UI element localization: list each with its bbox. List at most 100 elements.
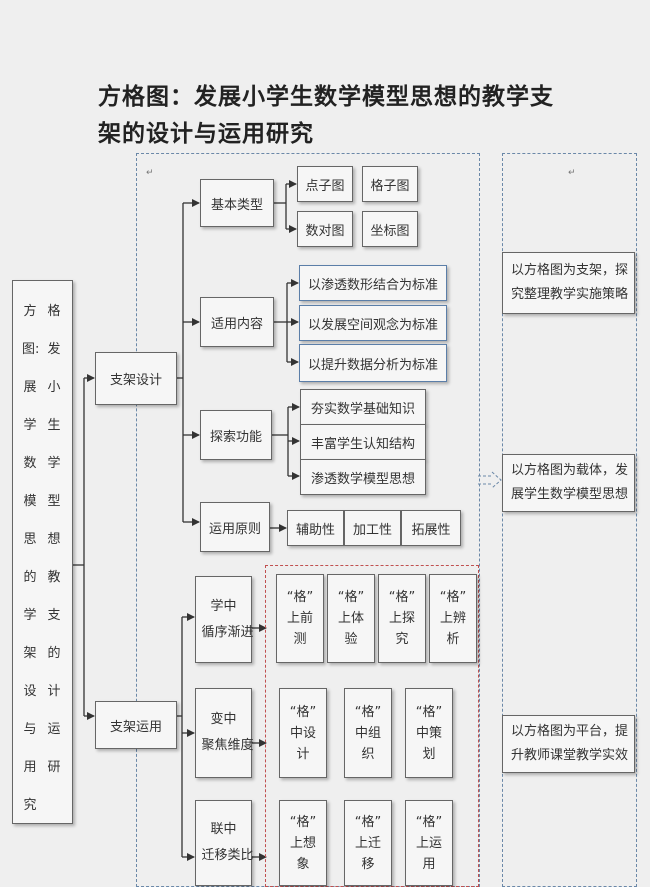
root-column-right: 格发小生学型想教支的计运研 [46,293,62,787]
basic-item-label: 格子图 [370,178,410,194]
root-char: 研 [47,760,61,775]
node-principle-label: 运用原则 [208,521,261,537]
root-char: 究 [23,798,37,813]
basic-item-label: 数对图 [305,223,345,239]
root-char: 方 [23,304,37,319]
explore-item-label: 丰富学生认知结构 [310,436,415,452]
use-item-label: “格” 中设 计 [289,704,317,762]
root-char: 与 [23,722,37,737]
root-char: 计 [47,684,61,699]
page-title: 方格图：发展小学生数学模型思想的教学支架的设计与运用研究 [98,83,554,147]
node-content: 适用内容 [200,297,274,347]
root-char: 型 [47,494,61,509]
return-mark: ↵ [568,168,576,178]
result-box-3: 以方格图为平台，提升教师课堂教学实效 [502,715,635,773]
use-item: “格” 中设 计 [279,688,327,778]
root-char: 格 [47,304,61,319]
result-box-2: 以方格图为载体，发展学生数学模型思想 [502,454,635,512]
use-item-label: “格” 上辨 析 [439,590,467,647]
root-char: 展 [23,380,37,395]
principle-item-label: 辅助性 [295,522,335,538]
root-char: 数 [23,456,37,471]
root-char: 学 [47,456,61,471]
result-box-1: 以方格图为支架，探究整理教学实施策略 [502,252,635,314]
explore-item: 夯实数学基础知识 [300,389,426,425]
content-item: 以提升数据分析为标准 [299,344,447,382]
basic-item-label: 坐标图 [370,223,410,239]
node-gradual-label: 学中 循序渐进 [201,598,254,640]
node-content-label: 适用内容 [210,316,263,332]
principle-item-label: 加工性 [352,522,392,538]
explore-item: 丰富学生认知结构 [300,424,426,460]
branch-use: 支架运用 [95,701,177,749]
result-text-1: 以方格图为支架，探究整理教学实施策略 [511,263,629,302]
root-topic-box: 方图:展学数模思的学架设与用究 格发小生学型想教支的计运研 [12,280,73,824]
branch-design-label: 支架设计 [109,373,162,388]
use-item-label: “格” 上迁 移 [354,814,382,872]
root-char: 教 [47,570,61,585]
use-item: “格” 上前 测 [276,574,324,663]
root-char: 学 [23,608,37,623]
use-item-label: “格” 上体 验 [337,590,365,647]
root-char: 生 [47,418,61,433]
use-item-label: “格” 上前 测 [286,590,314,647]
use-item: “格” 中组 织 [344,688,392,778]
explore-item-label: 渗透数学模型思想 [310,471,415,487]
root-char: 学 [23,418,37,433]
use-item-label: “格” 中策 划 [415,704,443,762]
principle-item: 加工性 [344,510,401,546]
node-explore: 探索功能 [200,410,272,460]
principle-item: 拓展性 [401,510,461,546]
basic-item: 格子图 [362,166,418,202]
root-char: 的 [47,646,61,661]
node-explore-label: 探索功能 [209,429,262,445]
content-item: 以发展空间观念为标准 [299,305,447,341]
node-transfer: 联中 迁移类比 [195,800,254,886]
node-focus-label: 变中 聚焦维度 [201,712,254,753]
root-char: 的 [23,570,37,585]
root-char: 支 [47,608,61,623]
node-basic-type: 基本类型 [200,179,274,227]
content-item-label: 以发展空间观念为标准 [307,317,438,333]
use-item: “格” 中策 划 [405,688,453,778]
node-basic-type-label: 基本类型 [210,197,263,213]
basic-item: 坐标图 [362,211,418,247]
root-char: 设 [23,684,37,699]
use-item: “格” 上探 究 [378,574,426,663]
result-text-2: 以方格图为载体，发展学生数学模型思想 [511,463,629,502]
branch-use-label: 支架运用 [109,719,162,735]
root-char: 发 [47,342,61,357]
node-focus: 变中 聚焦维度 [195,688,254,778]
branch-design: 支架设计 [95,352,177,405]
explore-item: 渗透数学模型思想 [300,459,426,495]
principle-item: 辅助性 [287,510,344,546]
use-item: “格” 上辨 析 [429,574,477,663]
node-gradual: 学中 循序渐进 [195,576,254,663]
use-item-label: “格” 上探 究 [388,590,416,647]
use-item-label: “格” 上想 象 [289,814,317,872]
content-item-label: 以渗透数形结合为标准 [307,277,438,293]
root-char: 图: [22,342,40,357]
basic-item: 数对图 [297,211,353,247]
principle-item-label: 拓展性 [411,522,451,538]
content-item: 以渗透数形结合为标准 [299,265,447,301]
root-char: 架 [23,646,37,661]
content-item-label: 以提升数据分析为标准 [307,357,438,373]
use-item: “格” 上体 验 [327,574,375,663]
use-item: “格” 上运 用 [405,800,453,886]
node-transfer-label: 联中 迁移类比 [201,822,254,863]
explore-item-label: 夯实数学基础知识 [310,401,415,417]
root-char: 思 [23,532,37,547]
use-item: “格” 上迁 移 [344,800,392,886]
node-principle: 运用原则 [200,502,270,552]
use-item: “格” 上想 象 [279,800,327,886]
root-column-left: 方图:展学数模思的学架设与用究 [22,293,40,825]
basic-item: 点子图 [297,166,353,202]
result-text-3: 以方格图为平台，提升教师课堂教学实效 [511,724,629,763]
root-char: 小 [47,380,61,395]
root-char: 模 [23,494,37,509]
use-item-label: “格” 中组 织 [354,704,382,762]
use-item-label: “格” 上运 用 [415,814,443,872]
root-char: 想 [47,532,61,547]
